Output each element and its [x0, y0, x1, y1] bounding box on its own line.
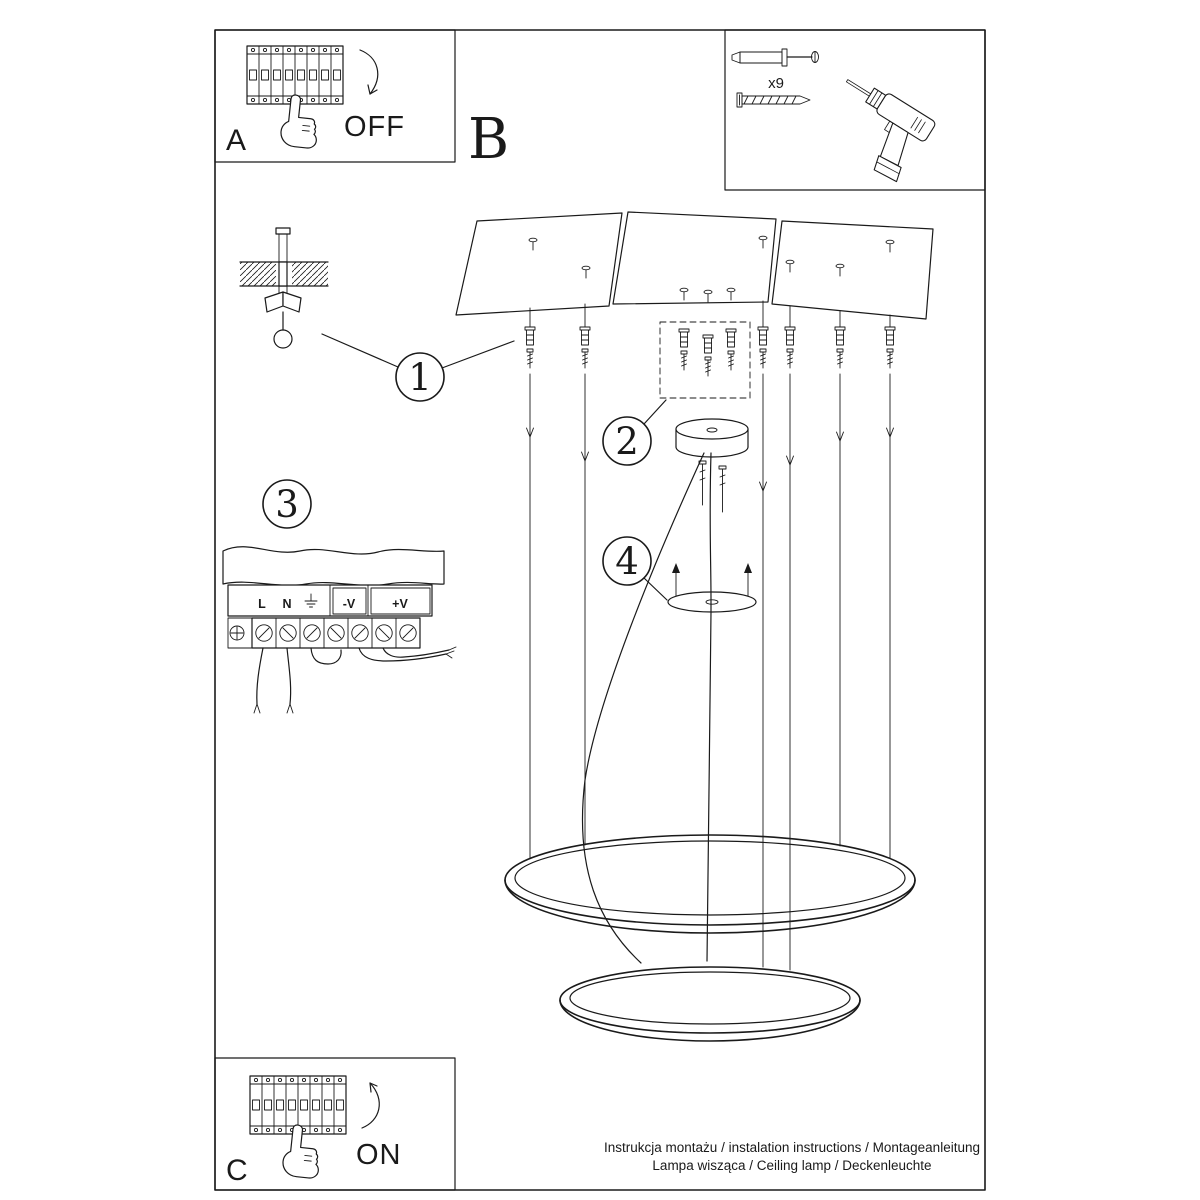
- terminal-label-neutral: N: [282, 597, 291, 611]
- step-4-number: 4: [615, 540, 639, 583]
- step-3-badge: 3: [262, 479, 312, 529]
- section-c-label: C: [226, 1154, 248, 1187]
- plug-count-label: x9: [768, 75, 784, 92]
- panel-a-box: [214, 29, 456, 163]
- panel-c-power-on: C ON: [214, 1057, 456, 1191]
- wall-plug-icon: [731, 48, 819, 67]
- terminal-label-minus-v: -V: [343, 597, 356, 611]
- rotate-arrow-icon: [359, 49, 379, 95]
- ceiling-panels: [455, 211, 934, 320]
- ring-lower: [559, 966, 861, 1042]
- earth-ground-icon: [304, 593, 318, 608]
- terminal-label-plus-v: +V: [392, 597, 408, 611]
- panel-a-power-off: A OFF: [214, 29, 456, 163]
- step-2-badge: 2: [602, 399, 667, 466]
- drill-icon: [845, 79, 936, 183]
- ceiling-panel-middle: [612, 211, 777, 305]
- tools-box: x9: [724, 29, 986, 191]
- step-2-number: 2: [615, 420, 639, 463]
- rotate-arrow-icon: [361, 1082, 380, 1129]
- wiring-diagram: L N -V +V: [222, 546, 457, 714]
- terminal-screws-row: [251, 617, 421, 649]
- wiring-leads: [253, 646, 457, 714]
- ceiling-panel-left: [455, 212, 623, 316]
- canopy: [675, 418, 749, 458]
- suspension-wires: [526, 373, 894, 971]
- power-cables: [581, 452, 712, 964]
- canopy-fixings-region: [659, 321, 751, 399]
- footer-text: Instrukcja montażu / instalation instruc…: [604, 1140, 980, 1173]
- off-label: OFF: [344, 111, 405, 143]
- screw-icon: [736, 92, 811, 108]
- terminal-label-live: L: [258, 597, 266, 611]
- step-3-number: 3: [275, 483, 299, 526]
- section-b-label: B: [468, 107, 509, 172]
- canopy-screws: [698, 460, 727, 513]
- footer-line-1: Instrukcja montażu / instalation instruc…: [604, 1140, 980, 1155]
- cable-cover: [667, 563, 757, 613]
- ceiling-panel-right: [771, 220, 934, 320]
- tools-box-border: [724, 29, 986, 191]
- ceiling-anchor-detail: [239, 227, 329, 349]
- sheet-border: [214, 29, 986, 1191]
- section-a-label: A: [226, 124, 246, 157]
- panel-c-box: [214, 1057, 456, 1191]
- ring-upper: [504, 834, 916, 934]
- step-1-badge: 1: [321, 333, 515, 402]
- step-1-number: 1: [408, 356, 432, 399]
- suspension-anchors: [524, 300, 896, 369]
- step-4-badge: 4: [602, 536, 668, 601]
- on-label: ON: [356, 1139, 402, 1171]
- ceiling-texture: [222, 546, 445, 587]
- footer-line-2: Lampa wisząca / Ceiling lamp / Deckenleu…: [652, 1158, 931, 1173]
